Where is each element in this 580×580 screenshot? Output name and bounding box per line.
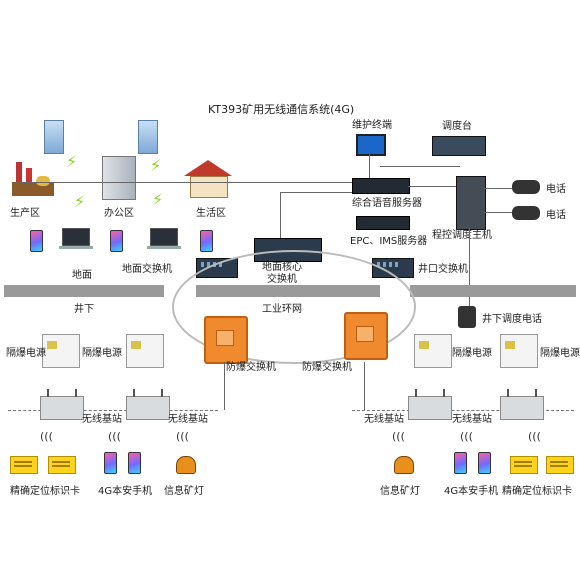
bs-2-label: 无线基站 [168, 414, 208, 425]
wireless-signal-icon: ((( [528, 430, 541, 443]
bs-1-label: 无线基站 [82, 414, 122, 425]
base-station-2 [126, 389, 170, 420]
wireless-signal-icon: ((( [40, 430, 53, 443]
link-line [484, 188, 512, 189]
id-card-icon [10, 456, 38, 474]
link-line [380, 166, 460, 167]
lamp-right-label: 信息矿灯 [380, 486, 420, 497]
diagram-title: KT393矿用无线通信系统(4G) [208, 103, 355, 116]
smartphone-icon [128, 452, 141, 474]
wireless-bolt-icon: ⚡ [74, 192, 86, 211]
factory-icon [12, 162, 54, 196]
underground-label: 井下 [74, 304, 94, 315]
pbx-cabinet-icon [456, 176, 486, 230]
psu-3 [414, 334, 452, 368]
surface-label: 地面 [72, 270, 92, 281]
living-area-label: 生活区 [196, 208, 226, 219]
link-line [369, 154, 370, 178]
ex-switch-right [344, 312, 388, 360]
psu-1 [42, 334, 80, 368]
psu-4-label: 隔爆电源 [540, 348, 580, 359]
psu-2 [126, 334, 164, 368]
industrial-ring [172, 250, 416, 364]
base-station-4 [500, 389, 544, 420]
lamp-left-label: 信息矿灯 [164, 486, 204, 497]
id-card-icon [48, 456, 76, 474]
wireless-signal-icon: ((( [176, 430, 189, 443]
psu-2-label: 隔爆电源 [82, 348, 122, 359]
laptop-icon [59, 228, 93, 249]
wireless-bolt-icon: ⚡ [66, 152, 78, 171]
id-card-icon [546, 456, 574, 474]
epc-ims-server-label: EPC、IMS服务器 [350, 236, 428, 247]
wireless-bolt-icon: ⚡ [150, 156, 162, 175]
mining-lamp-icon [394, 456, 414, 474]
card-right-label: 精确定位标识卡 [502, 486, 572, 497]
industrial-ring-label: 工业环网 [262, 304, 302, 315]
office-area-label: 办公区 [104, 208, 134, 219]
cable-line [352, 410, 574, 411]
pbx-host-label: 程控调度主机 [432, 230, 492, 241]
wireless-signal-icon: ((( [108, 430, 121, 443]
laptop-icon [147, 228, 181, 249]
surface-switch-label: 地面交换机 [122, 264, 172, 275]
id-card-icon [510, 456, 538, 474]
bs-4-label: 无线基站 [452, 414, 492, 425]
wireless-signal-icon: ((( [392, 430, 405, 443]
phone-left-label: 4G本安手机 [98, 486, 153, 497]
phone-label-1: 电话 [546, 184, 566, 195]
smartphone-icon [104, 452, 117, 474]
wireless-bolt-icon: ⚡ [152, 190, 164, 209]
link-line [364, 362, 365, 410]
smartphone-icon [30, 230, 43, 252]
link-line [408, 186, 456, 187]
base-station-1 [40, 389, 84, 420]
wireless-signal-icon: ((( [460, 430, 473, 443]
link-line [280, 192, 281, 238]
underground-dispatch-phone-label: 井下调度电话 [482, 314, 542, 325]
telephone-icon [512, 180, 540, 194]
link-line [469, 228, 470, 308]
card-left-label: 精确定位标识卡 [10, 486, 80, 497]
phone-label-2: 电话 [546, 210, 566, 221]
mining-lamp-icon [176, 456, 196, 474]
ex-switch-left-label: 防爆交换机 [226, 362, 276, 373]
link-line [280, 192, 352, 193]
ex-switch-left [204, 316, 248, 364]
house-icon [184, 160, 232, 198]
dispatch-desk-icon [432, 136, 486, 156]
monitor-icon [356, 134, 386, 156]
bs-3-label: 无线基站 [364, 414, 404, 425]
smartphone-icon [478, 452, 491, 474]
link-line [224, 362, 225, 410]
ground-band [4, 285, 164, 297]
psu-4 [500, 334, 538, 368]
phone-right-label: 4G本安手机 [444, 486, 499, 497]
smartphone-icon [110, 230, 123, 252]
epc-ims-server-icon [356, 216, 410, 230]
production-area-label: 生产区 [10, 208, 40, 219]
surface-backbone-line [20, 182, 360, 183]
telephone-icon [512, 206, 540, 220]
link-line [484, 212, 512, 213]
voice-server-label: 综合语音服务器 [352, 198, 422, 209]
shaft-switch-label: 井口交换机 [418, 264, 468, 275]
ground-band [410, 285, 576, 297]
smartphone-icon [200, 230, 213, 252]
dispatch-desk-label: 调度台 [442, 121, 472, 132]
psu-1-label: 隔爆电源 [6, 348, 46, 359]
antenna-tower-icon [44, 120, 64, 154]
office-building-icon [102, 156, 136, 200]
maintenance-terminal-label: 维护终端 [352, 120, 392, 131]
underground-phone-icon [458, 306, 476, 328]
psu-3-label: 隔爆电源 [452, 348, 492, 359]
cable-line [8, 410, 218, 411]
base-station-3 [408, 389, 452, 420]
antenna-tower-icon [138, 120, 158, 154]
voice-server-icon [352, 178, 410, 194]
smartphone-icon [454, 452, 467, 474]
ex-switch-right-label: 防爆交换机 [302, 362, 352, 373]
